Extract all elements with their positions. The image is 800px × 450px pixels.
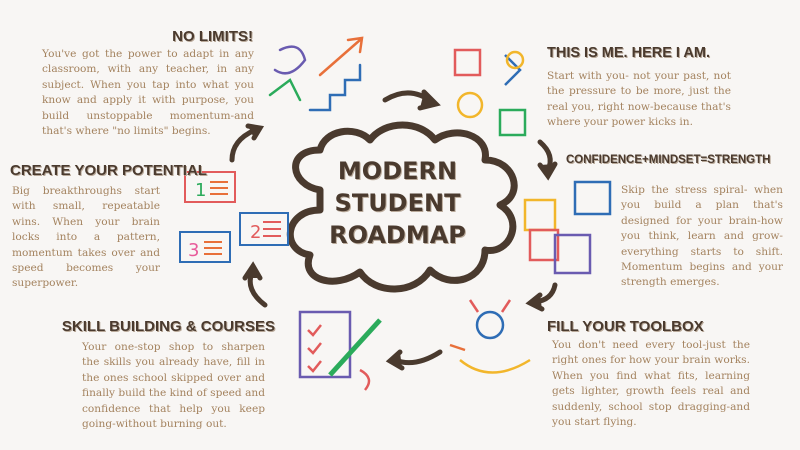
section-body-skill-building: Your one-stop shop to sharpen the skills…	[82, 341, 265, 431]
central-title-line: ROADMAP	[329, 221, 466, 249]
checklist-pencil-icon	[298, 310, 382, 391]
section-title-confidence: CONFIDENCE+MINDSET=STRENGTH	[566, 154, 771, 166]
lightbulb-people-icon	[453, 48, 527, 137]
section-body-fill-toolbox: You don't need every tool-just the right…	[552, 339, 750, 429]
list-number: 2	[250, 222, 261, 243]
central-title: MODERN STUDENT ROADMAP	[300, 155, 495, 251]
section-body-this-is-me: Start with you- not your past, not the p…	[547, 70, 731, 129]
puzzle-icon	[523, 180, 612, 275]
section-title-create-potential: CREATE YOUR POTENTIAL	[10, 162, 207, 179]
lightbulb-hand-icon	[449, 299, 531, 374]
section-body-confidence: Skip the stress spiral- when you build a…	[621, 184, 783, 289]
section-title-fill-toolbox: FILL YOUR TOOLBOX	[547, 318, 704, 335]
numbered-list-icon	[179, 171, 289, 263]
list-number: 1	[195, 180, 206, 201]
section-body-create-potential: Big breakthroughs start with small, repe…	[12, 185, 160, 290]
stairs-arrow-icon	[268, 36, 364, 112]
cloud-shape	[286, 121, 518, 293]
section-title-skill-building: SKILL BUILDING & COURSES	[61, 318, 275, 335]
list-number: 3	[188, 240, 199, 261]
central-title-line: STUDENT	[334, 189, 461, 217]
central-title-line: MODERN	[337, 157, 458, 185]
section-title-this-is-me: THIS IS ME. HERE I AM.	[547, 45, 711, 61]
section-body-no-limits: You've got the power to adapt in any cla…	[42, 48, 254, 138]
arrows	[229, 89, 558, 371]
section-title-no-limits: NO LIMITS!	[172, 28, 253, 45]
